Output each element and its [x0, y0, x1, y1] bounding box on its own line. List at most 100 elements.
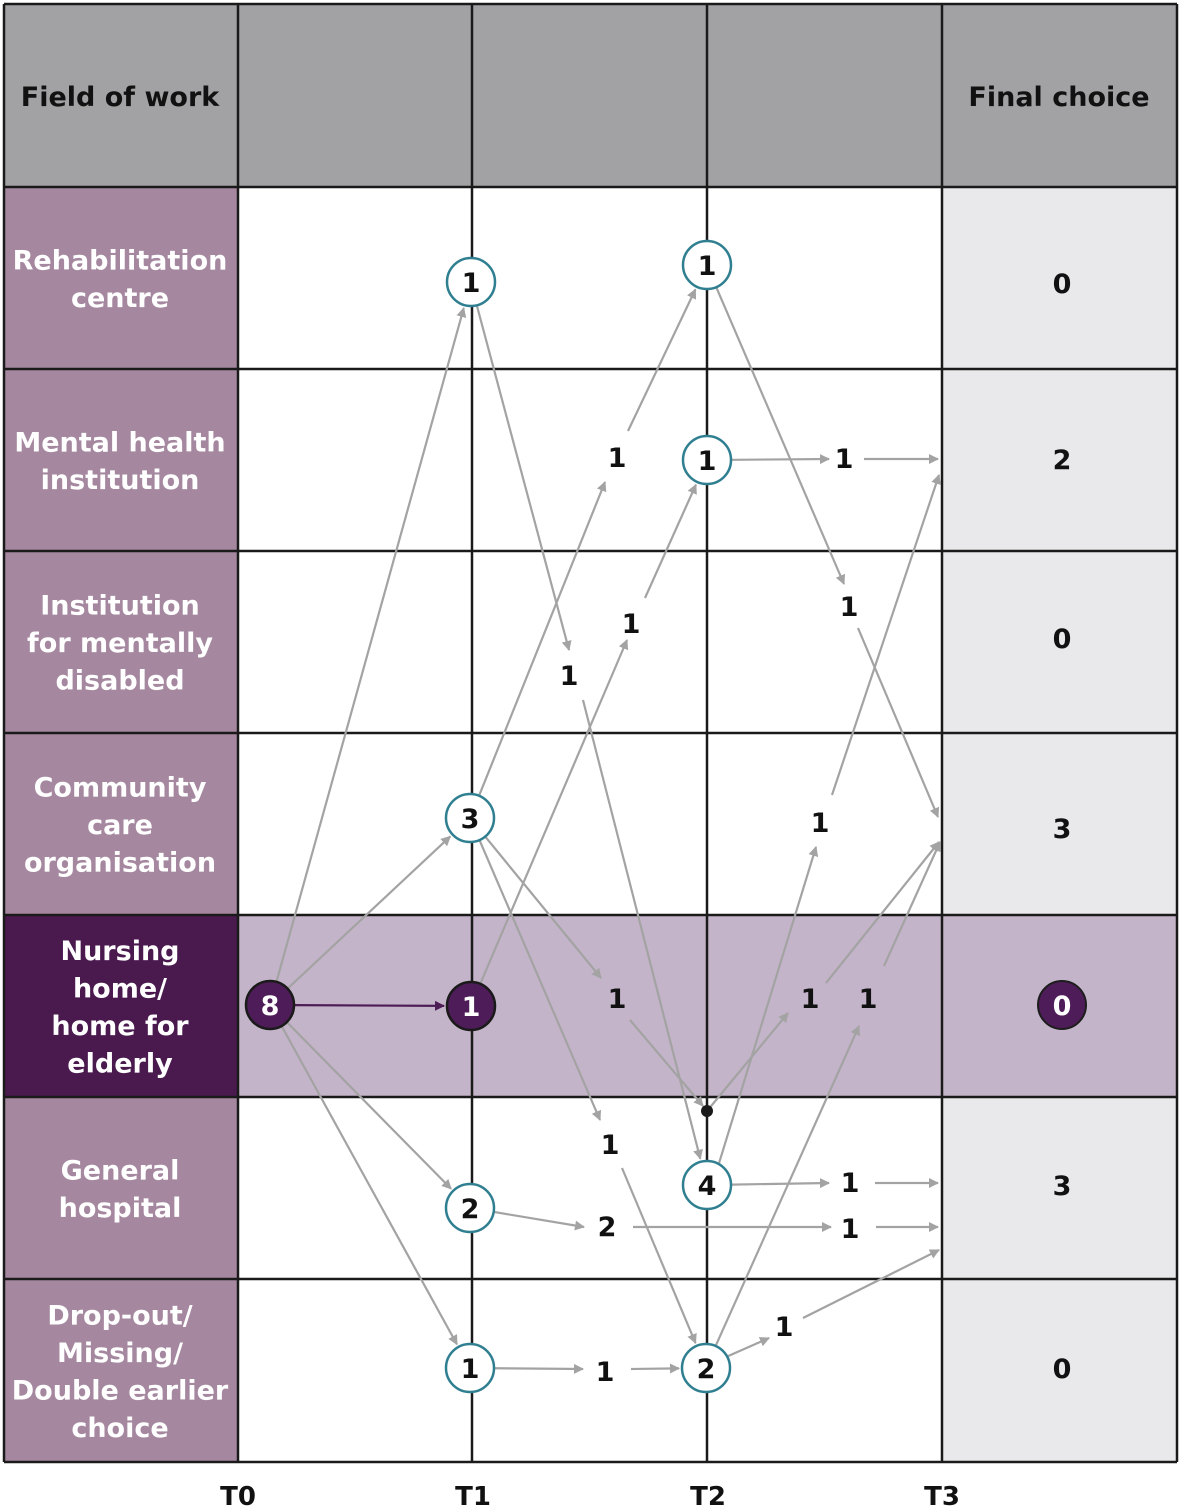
flow-arrow: [494, 1210, 585, 1231]
header-final-choice: Final choice: [968, 82, 1149, 113]
flow-node-circle: [681, 239, 733, 291]
flow-arrow: [478, 840, 602, 1121]
row-label: home/: [73, 973, 167, 1004]
flow-arrow: [856, 627, 940, 818]
row-label: Mental health: [14, 427, 225, 458]
flow-count-label: 1: [859, 984, 878, 1015]
row-label-cell: [4, 733, 238, 915]
flow-arrow: [484, 836, 602, 979]
row-label: hospital: [59, 1193, 182, 1224]
flow-arrow: [629, 1019, 704, 1107]
header-band: [4, 4, 1177, 187]
flow-arrow: [479, 639, 629, 984]
flow-node-count: 2: [697, 1354, 716, 1385]
table-gridlines: [2, 2, 1179, 1464]
flow-arrow: [620, 1167, 697, 1345]
junction-dot: [701, 1105, 713, 1117]
row-label: for mentally: [27, 628, 213, 659]
flow-arrow: [731, 1178, 830, 1189]
flow-count-label: 1: [596, 1357, 615, 1388]
final-choice-value: 0: [1053, 624, 1072, 655]
row-label: Missing/: [57, 1338, 183, 1369]
flow-arrow: [731, 454, 830, 465]
flow-arrow: [727, 1336, 770, 1358]
flow-arrow: [286, 1022, 452, 1190]
text-labels: Field of work Final choice Rehabilitatio…: [12, 82, 1150, 1512]
flow-arrow: [475, 305, 572, 651]
flow-arrow: [718, 846, 819, 1164]
final-choice-value: 2: [1053, 445, 1072, 476]
row-label: home for: [51, 1011, 189, 1042]
row-label: centre: [71, 283, 169, 314]
flow-node-circle: [444, 792, 496, 844]
flow-arrow: [706, 1012, 789, 1112]
final-choice-cell: [942, 1097, 1177, 1279]
flow-arrow: [294, 1000, 446, 1011]
flow-arrow: [802, 1249, 940, 1319]
flow-node-circle: [244, 979, 296, 1031]
flow-arrow: [882, 841, 942, 967]
row-label: care: [87, 810, 153, 841]
time-point-label: T0: [220, 1482, 256, 1512]
flow-arrow: [627, 288, 697, 432]
final-choice-cell: [942, 1279, 1177, 1462]
flow-count-label: 1: [835, 444, 854, 475]
time-point-label: T3: [924, 1482, 960, 1512]
row-label-cell: [4, 1279, 238, 1462]
flow-count-label: 1: [801, 984, 820, 1015]
flow-node-count: 1: [462, 268, 481, 299]
flow-arrow: [287, 835, 452, 989]
row-label: choice: [71, 1413, 168, 1444]
flow-arrow: [281, 1026, 458, 1346]
row-label-cell: [4, 551, 238, 733]
time-point-label: T1: [455, 1482, 491, 1512]
row-label: disabled: [55, 666, 184, 697]
row-body-cell: [238, 1279, 942, 1462]
flow-count-label: 1: [608, 443, 627, 474]
flow-count-label: 1: [811, 808, 830, 839]
flow-node-circle: [445, 980, 497, 1032]
final-choice-value: 3: [1053, 814, 1072, 845]
flow-node-count: 1: [698, 251, 717, 282]
flow-arrow: [715, 1025, 861, 1346]
row-label: Drop-out/: [47, 1300, 192, 1331]
flow-arrow: [275, 307, 467, 982]
flow-node-count: 3: [461, 804, 480, 835]
row-label: elderly: [67, 1048, 173, 1079]
flow-node-circle: [445, 256, 497, 308]
flow-node-circle: [681, 434, 733, 486]
flow-arrow: [478, 481, 607, 796]
final-choice-marker: [1037, 980, 1087, 1030]
row-label: General: [61, 1155, 180, 1186]
flow-node-circle: [680, 1342, 732, 1394]
flow-node-count: 1: [462, 992, 481, 1023]
final-choice-value: 0: [1053, 1354, 1072, 1385]
final-choice-cell: [942, 551, 1177, 733]
row-label-cell: [4, 369, 238, 551]
final-choice-cell: [942, 733, 1177, 915]
flow-arrows: [275, 287, 942, 1374]
flow-count-label: 1: [622, 609, 641, 640]
time-point-label: T2: [690, 1482, 726, 1512]
row-body-cell: [238, 1097, 942, 1279]
final-choice-value: 0: [1053, 991, 1072, 1022]
row-body-cell: [238, 733, 942, 915]
flow-node-circle: [444, 1342, 496, 1394]
row-label: organisation: [24, 848, 216, 879]
row-label: Nursing: [60, 936, 179, 967]
flow-arrow: [630, 1363, 681, 1374]
flow-node-circle: [444, 1182, 496, 1234]
row-label: institution: [41, 465, 200, 496]
flow-arrow: [825, 841, 940, 984]
flow-arrow: [581, 699, 703, 1160]
flow-arrow: [494, 1363, 584, 1374]
header-field-of-work: Field of work: [21, 82, 220, 113]
row-body-cell: [238, 551, 942, 733]
flow-count-label: 1: [560, 661, 579, 692]
final-choice-cell: [942, 187, 1177, 369]
final-choice-value: 3: [1053, 1171, 1072, 1202]
row-label: Community: [34, 773, 207, 804]
flow-node-circle: [681, 1159, 733, 1211]
row-label: Rehabilitation: [13, 245, 228, 276]
